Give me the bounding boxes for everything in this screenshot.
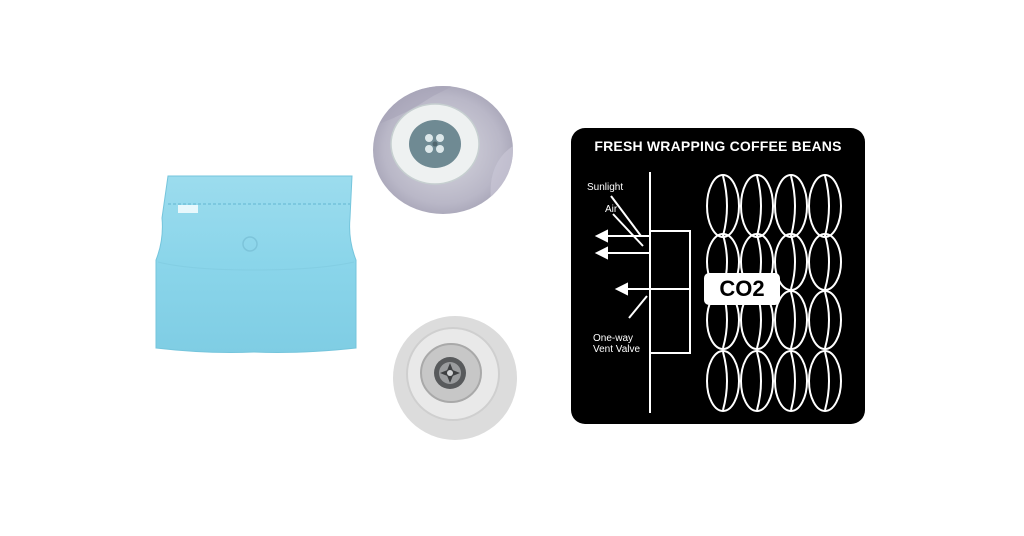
valve-bottom-photo xyxy=(393,316,517,440)
valve-label: One-way Vent Valve xyxy=(593,333,640,355)
co2-label: CO2 xyxy=(704,273,780,305)
air-label: Air xyxy=(605,204,618,215)
sunlight-label: Sunlight xyxy=(587,182,624,193)
diagram-title: FRESH WRAPPING COFFEE BEANS xyxy=(594,138,842,154)
valve-top-photo xyxy=(373,86,513,214)
coffee-pouch-image xyxy=(150,170,360,360)
fresh-wrapping-diagram: FRESH WRAPPING COFFEE BEANS xyxy=(571,128,865,424)
valve-label-line2: Vent Valve xyxy=(593,344,641,355)
valve-label-line1: One-way xyxy=(593,333,634,344)
